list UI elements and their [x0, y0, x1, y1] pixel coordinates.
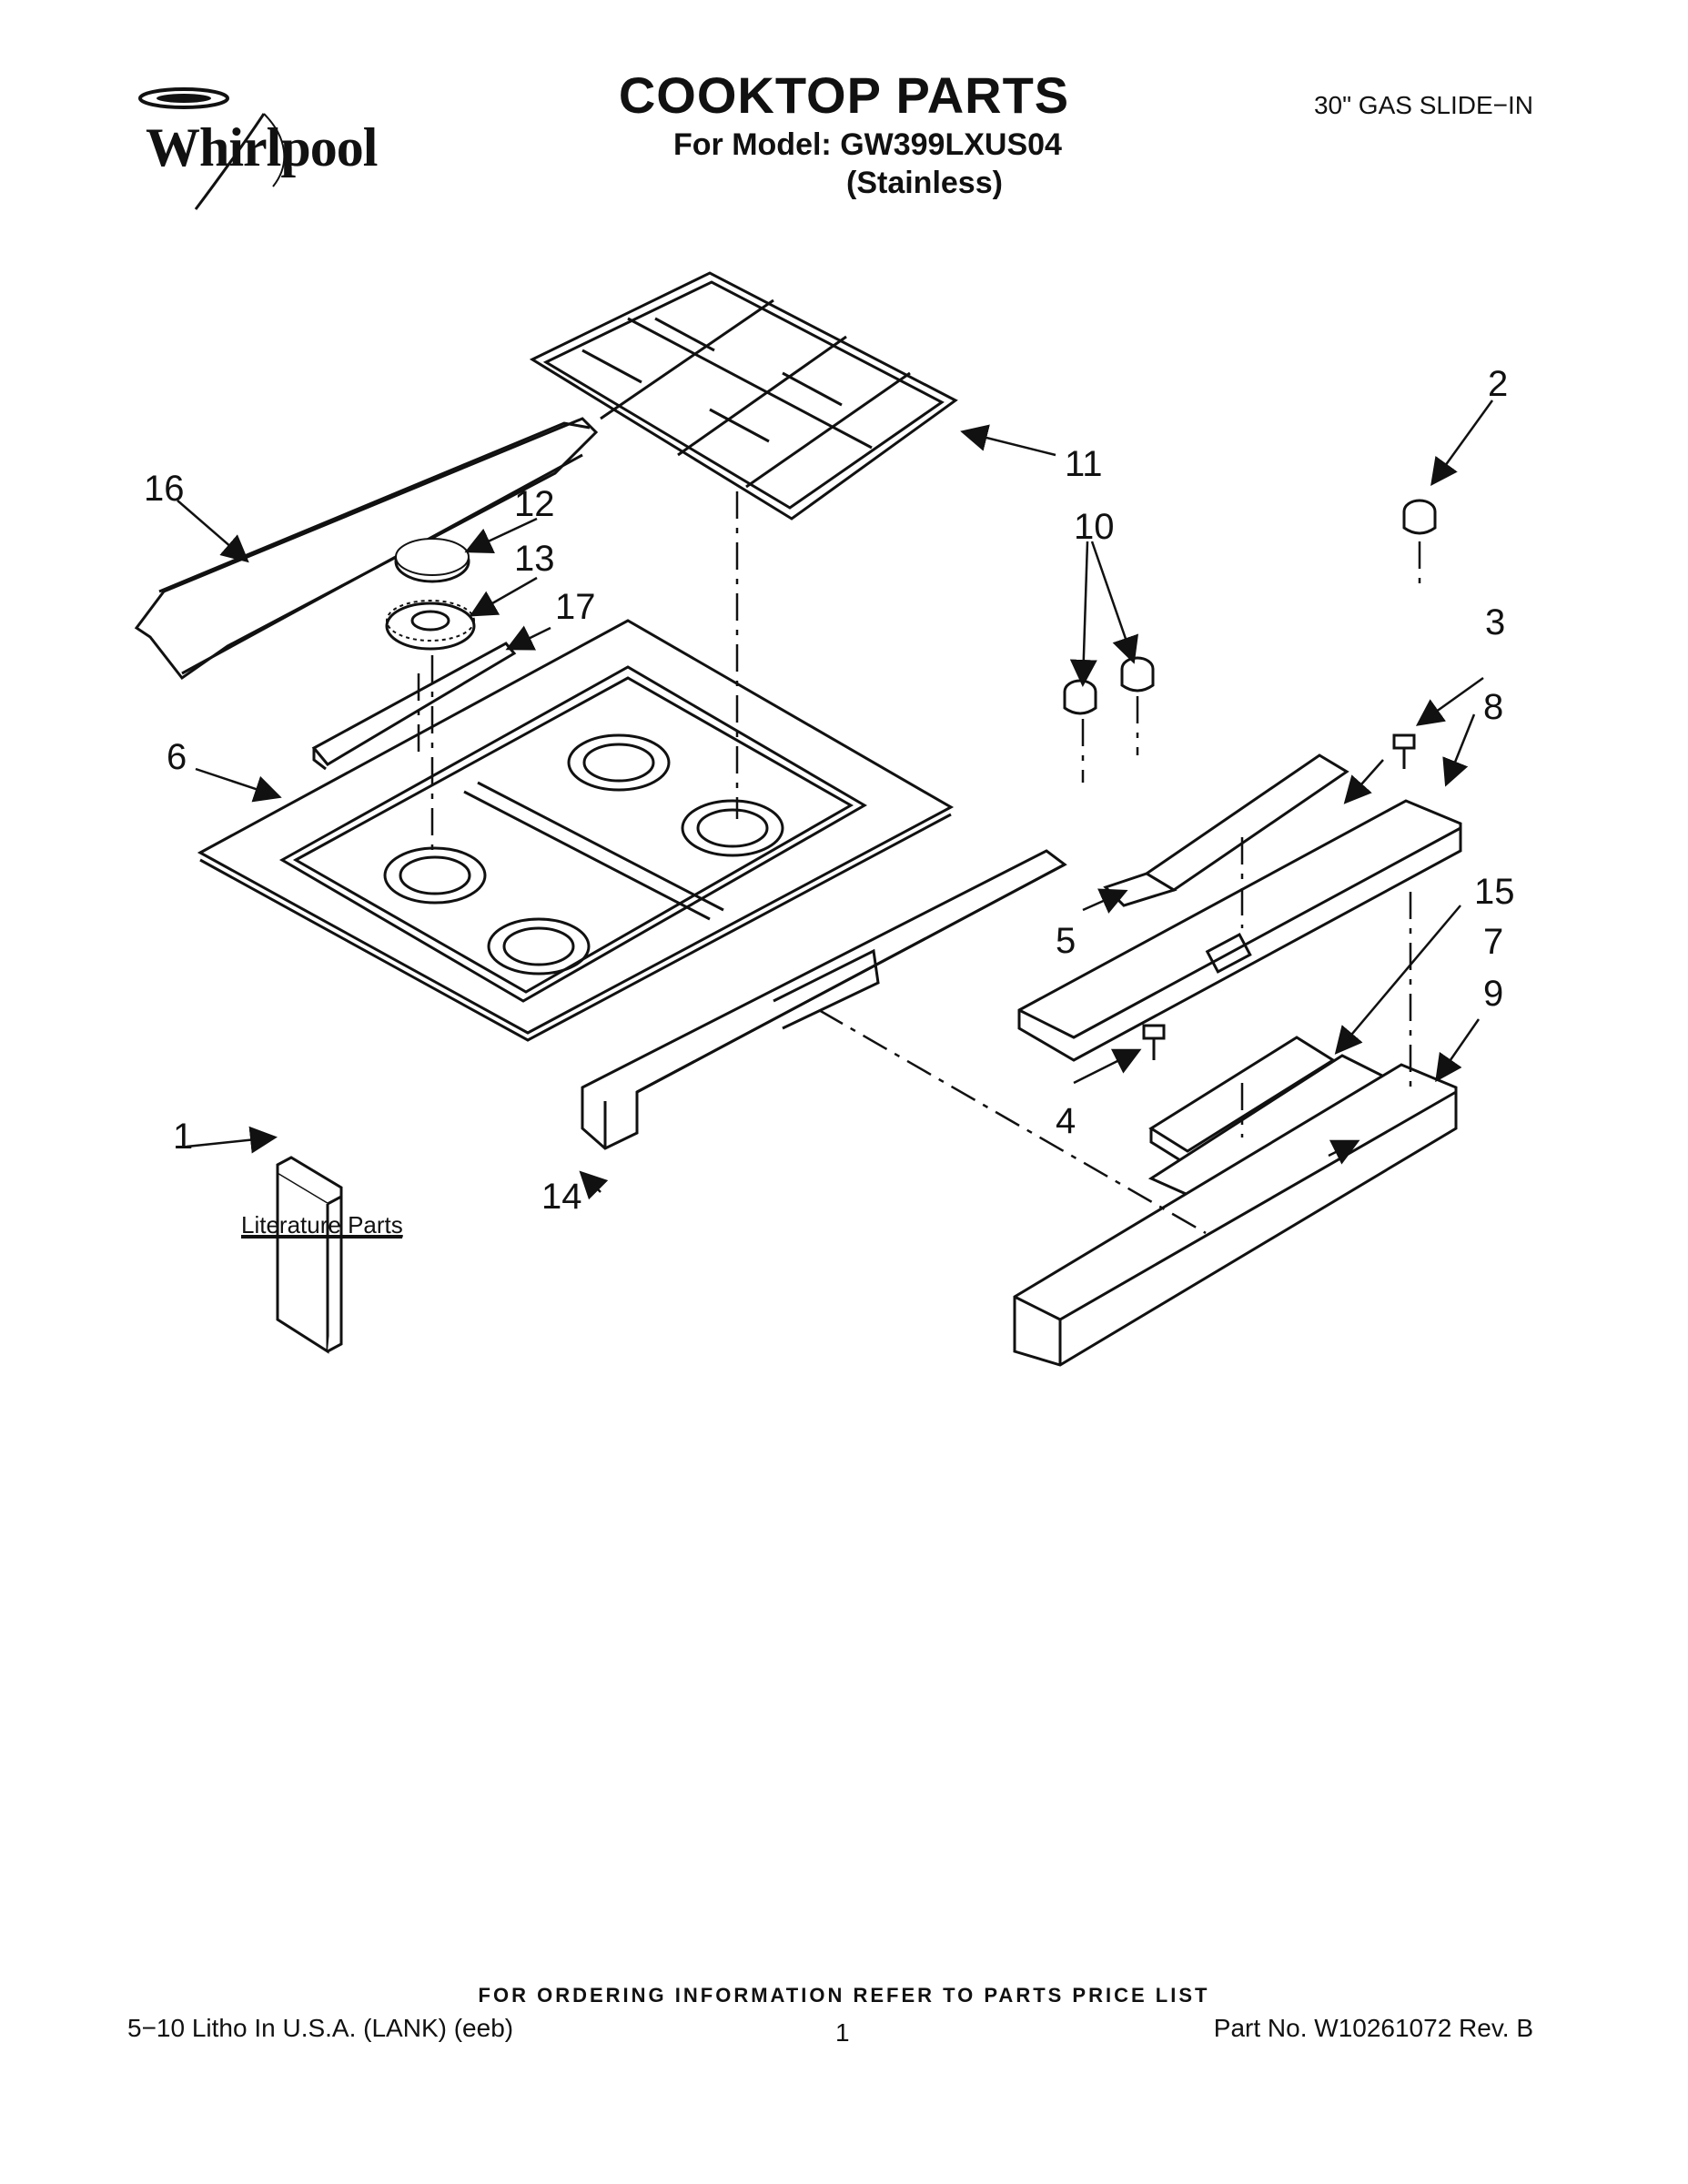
finish-label: (Stainless)	[846, 166, 1003, 200]
range-type: 30" GAS SLIDE−IN	[1313, 91, 1533, 119]
assembly-lines	[417, 491, 1421, 1235]
brand-name: Whirlpool	[146, 117, 378, 177]
callout-2: 2	[1488, 364, 1508, 404]
page-title: COOKTOP PARTS	[618, 66, 1070, 124]
rear-trim-part	[134, 417, 599, 681]
knob-part	[1063, 499, 1437, 715]
ordering-note: FOR ORDERING INFORMATION REFER TO PARTS …	[478, 1984, 1210, 2007]
part-number: Part No. W10261072 Rev. B	[1213, 2014, 1533, 2042]
callout-10: 10	[1074, 507, 1115, 547]
callout-16: 16	[144, 469, 185, 509]
screw-part	[1142, 733, 1416, 1060]
callout-12: 12	[514, 484, 555, 524]
literature-parts-label: Literature Parts	[241, 1211, 403, 1239]
callout-11: 11	[1065, 444, 1103, 484]
callout-1: 1	[173, 1117, 193, 1157]
grate-part	[529, 271, 958, 521]
control-panel-part	[1017, 799, 1462, 1062]
burner-base-part	[385, 600, 476, 651]
callout-15: 15	[1474, 872, 1515, 912]
litho-line: 5−10 Litho In U.S.A. (LANK) (eeb)	[127, 2014, 514, 2042]
callout-9: 9	[1483, 974, 1503, 1014]
model-line: For Model: GW399LXUS04	[673, 127, 1062, 162]
callout-6: 6	[167, 737, 187, 777]
callout-3: 3	[1485, 602, 1505, 642]
page-number: 1	[835, 2018, 850, 2047]
callout-13: 13	[514, 539, 555, 579]
callout-14: 14	[541, 1177, 582, 1217]
front-frame-part	[581, 849, 1067, 1150]
callout-4: 4	[1056, 1101, 1076, 1141]
whirlpool-swirl-icon	[138, 87, 286, 210]
callout-8: 8	[1483, 687, 1503, 727]
callout-17: 17	[555, 587, 596, 627]
whirlpool-logo: Whirlpool	[127, 82, 400, 218]
literature-part	[276, 1156, 343, 1354]
leader-arrows	[177, 399, 1494, 1200]
callout-7: 7	[1483, 922, 1503, 962]
lower-trim-part	[1013, 1063, 1458, 1367]
burner-cap-part	[394, 538, 470, 583]
bracket-part	[311, 642, 517, 771]
cooktop-part	[197, 619, 955, 1042]
callout-5: 5	[1056, 921, 1076, 961]
